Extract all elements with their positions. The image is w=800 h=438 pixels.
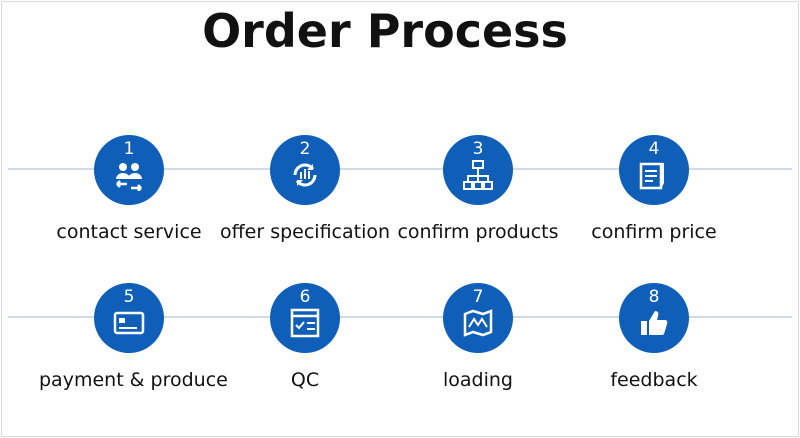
step-8: 8 feedback xyxy=(564,283,744,391)
step-label: QC xyxy=(290,369,320,391)
step-circle: 1 xyxy=(94,135,164,205)
page-title: Order Process xyxy=(202,4,568,58)
step-label: offer specification xyxy=(219,221,391,243)
step-number: 4 xyxy=(648,139,660,159)
thumbs-up-icon xyxy=(641,311,668,335)
step-circle: 5 xyxy=(94,283,164,353)
step-circle: 7 xyxy=(443,283,513,353)
card-icon xyxy=(113,311,145,335)
step-number: 7 xyxy=(472,287,484,307)
step-circle: 6 xyxy=(270,283,340,353)
step-number: 6 xyxy=(299,287,311,307)
map-icon xyxy=(463,309,493,337)
step-label: loading xyxy=(443,369,513,391)
hierarchy-icon xyxy=(463,160,493,190)
step-number: 3 xyxy=(472,139,484,159)
step-circle: 4 xyxy=(619,135,689,205)
people-exchange-icon xyxy=(116,163,142,191)
step-label: confirm products xyxy=(397,221,559,243)
step-number: 1 xyxy=(123,139,135,159)
divider-row-2 xyxy=(8,316,792,318)
step-number: 2 xyxy=(299,139,311,159)
step-label: contact service xyxy=(56,221,202,243)
step-3: 3 confirm products xyxy=(388,135,568,243)
step-label: confirm price xyxy=(591,221,717,243)
step-6: 6 QC xyxy=(215,283,395,391)
step-2: 2 offer specification xyxy=(215,135,395,243)
step-4: 4 confirm price xyxy=(564,135,744,243)
step-number: 8 xyxy=(648,287,660,307)
checklist-icon xyxy=(290,308,320,338)
divider-row-1 xyxy=(8,168,792,170)
step-7: 7 loading xyxy=(388,283,568,391)
step-5: 5 payment & produce xyxy=(39,283,228,391)
step-1: 1 contact service xyxy=(39,135,219,243)
step-label: feedback xyxy=(610,369,698,391)
document-pen-icon xyxy=(639,162,664,190)
step-circle: 8 xyxy=(619,283,689,353)
step-circle: 2 xyxy=(270,135,340,205)
step-label: payment & produce xyxy=(39,369,228,391)
step-circle: 3 xyxy=(443,135,513,205)
step-number: 5 xyxy=(123,287,135,307)
refresh-chart-icon xyxy=(293,163,317,187)
